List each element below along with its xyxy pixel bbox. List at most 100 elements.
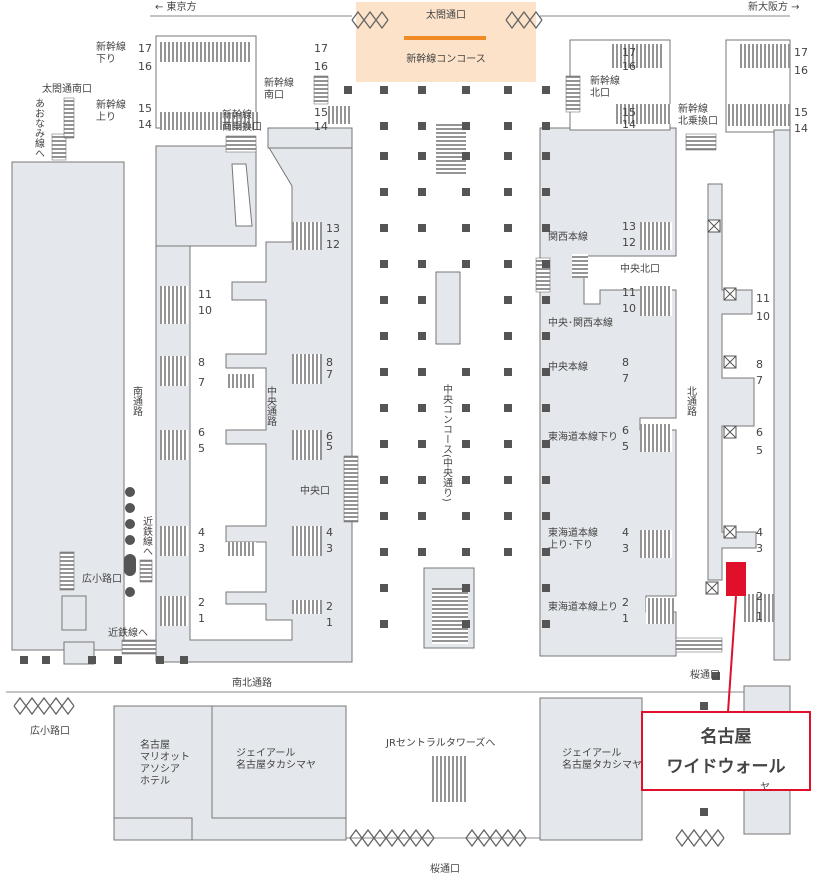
passage-north: 北通路: [685, 386, 697, 417]
platform-right-col-b-10: 10: [756, 310, 770, 323]
platform-right-col-b-1: 1: [756, 610, 763, 623]
passage-central: 中央通路: [265, 385, 277, 427]
platform-mid-col-2: 2: [326, 600, 333, 613]
passage-aonami: あおなみ線へ: [33, 98, 45, 158]
direction-tokyo: ← 東京方: [155, 0, 197, 13]
building-takashimaya-right: ジェイアール名古屋タカシマヤ: [562, 748, 642, 771]
elevator-icons: [705, 219, 737, 595]
platform-left-col-1: 1: [198, 612, 205, 625]
left-platform-block: [155, 145, 353, 663]
platform-right-col-a-11: 11: [622, 286, 636, 299]
taiko-exit-orange-bar: [404, 36, 486, 40]
exit-sakura-bottom[interactable]: 桜通口: [430, 862, 460, 875]
line-tokaido-down: 東海道本線下り: [548, 430, 618, 443]
platform-left-shinkansen-15: 15: [138, 102, 152, 115]
platform-right-shinkansen-a-14: 14: [622, 118, 636, 131]
platform-right-col-b-2: 2: [756, 590, 763, 603]
platform-left-col-3: 3: [198, 542, 205, 555]
platform-left-col-11: 11: [198, 288, 212, 301]
platform-mid-col-8: 8: [326, 356, 333, 369]
platform-mid-col-5: 5: [326, 440, 333, 453]
exit-central[interactable]: 中央口: [300, 484, 330, 497]
platform-right-col-b-11: 11: [756, 292, 770, 305]
platform-right-col-a-5: 5: [622, 440, 629, 453]
exit-shinkansen-south[interactable]: 新幹線南口: [264, 76, 294, 101]
line-shinkansen-down: 新幹線下り: [96, 40, 126, 65]
platform-left-col-6: 6: [198, 426, 205, 439]
exit-shinkansen-south-transfer[interactable]: 新幹線南乗換口: [222, 108, 262, 133]
shinkansen-concourse-area: [356, 2, 536, 82]
platform-mid-shinkansen-17: 17: [314, 42, 328, 55]
wide-wall-marker[interactable]: [726, 562, 746, 596]
platform-right-shinkansen-a-16: 16: [622, 60, 636, 73]
platform-right-shinkansen-b-16: 16: [794, 64, 808, 77]
platform-right-col-a-8: 8: [622, 356, 629, 369]
platform-right-col-b-8: 8: [756, 358, 763, 371]
platform-right-col-b-4: 4: [756, 526, 763, 539]
platform-left-shinkansen-16: 16: [138, 60, 152, 73]
callout-title-line1: 名古屋: [701, 726, 752, 747]
platform-mid-col-4: 4: [326, 526, 333, 539]
structural-columns: [20, 86, 720, 816]
left-small-building: [61, 595, 87, 631]
platform-mid-col-3: 3: [326, 542, 333, 555]
building-marriott: 名古屋マリオットアソシアホテル: [140, 738, 190, 787]
platform-right-shinkansen-b-14: 14: [794, 122, 808, 135]
platform-left-col-8: 8: [198, 356, 205, 369]
line-shinkansen-up: 新幹線上り: [96, 98, 126, 123]
platform-left-shinkansen-17: 17: [138, 42, 152, 55]
building-right-edge: ヤ: [760, 782, 770, 793]
exit-taiko-top[interactable]: 太閤通口: [426, 8, 466, 21]
exit-central-north[interactable]: 中央北口: [620, 262, 660, 275]
platform-left-shinkansen-14: 14: [138, 118, 152, 131]
platform-left-col-4: 4: [198, 526, 205, 539]
exit-hirokoji-bottom[interactable]: 広小路口: [30, 724, 70, 737]
exit-shinkansen-north[interactable]: 新幹線北口: [590, 74, 620, 99]
platform-right-col-b-5: 5: [756, 444, 763, 457]
central-concourse-shop: [435, 271, 461, 345]
platform-mid-col-1: 1: [326, 616, 333, 629]
platform-mid-shinkansen-14: 14: [314, 120, 328, 133]
exit-sakura[interactable]: 桜通口: [690, 668, 720, 681]
platform-right-shinkansen-b-15: 15: [794, 106, 808, 119]
line-chuo: 中央本線: [548, 360, 588, 373]
direction-shin-osaka: 新大阪方 →: [748, 0, 800, 13]
platform-stairs: [160, 222, 774, 626]
platform-right-shinkansen-a-17: 17: [622, 46, 636, 59]
exit-shinkansen-north-transfer[interactable]: 新幹線北乗換口: [678, 102, 718, 127]
kintetsu-markers: [124, 487, 136, 597]
platform-right-col-b-7: 7: [756, 374, 763, 387]
shinkansen-concourse-label: 新幹線コンコース: [406, 52, 486, 65]
platform-right-col-b-3: 3: [756, 542, 763, 555]
central-stairs-bottom: [432, 588, 468, 644]
platform-right-col-b-6: 6: [756, 426, 763, 439]
platform-left-col-2: 2: [198, 596, 205, 609]
hirokoji-bottom-gate: [13, 696, 75, 716]
passage-south: 南通路: [131, 385, 143, 417]
exit-taiko-south[interactable]: 太閤通南口: [42, 82, 92, 95]
line-kansai: 関西本線: [548, 230, 588, 243]
platform-mid-col-6: 6: [326, 430, 333, 443]
sakura-bottom-gate: [349, 828, 725, 848]
platform-mid-col-12: 12: [326, 238, 340, 251]
platform-right-col-a-13: 13: [622, 220, 636, 233]
callout-title-line2: ワイドウォール: [667, 757, 786, 777]
top-ticket-gates: [351, 10, 543, 30]
platform-left-col-7: 7: [198, 376, 205, 389]
platform-right-col-a-10: 10: [622, 302, 636, 315]
line-chuo-kansai: 中央･関西本線: [548, 316, 613, 329]
platform-right-col-a-4: 4: [622, 526, 629, 539]
passage-south-north: 南北通路: [232, 676, 272, 689]
platform-right-shinkansen-b-17: 17: [794, 46, 808, 59]
line-tokaido-up: 東海道本線上り: [548, 600, 618, 613]
exit-hirokoji[interactable]: 広小路口: [82, 572, 122, 585]
passage-kintetsu-side: 近鉄線へ: [141, 515, 153, 556]
platform-right-col-a-7: 7: [622, 372, 629, 385]
callout-box: [641, 711, 811, 791]
platform-left-col-5: 5: [198, 442, 205, 455]
passage-kintetsu-bottom: 近鉄線へ: [108, 626, 148, 639]
left-shinkansen-wing: [155, 35, 353, 149]
platform-right-col-a-3: 3: [622, 542, 629, 555]
platform-left-col-10: 10: [198, 304, 212, 317]
